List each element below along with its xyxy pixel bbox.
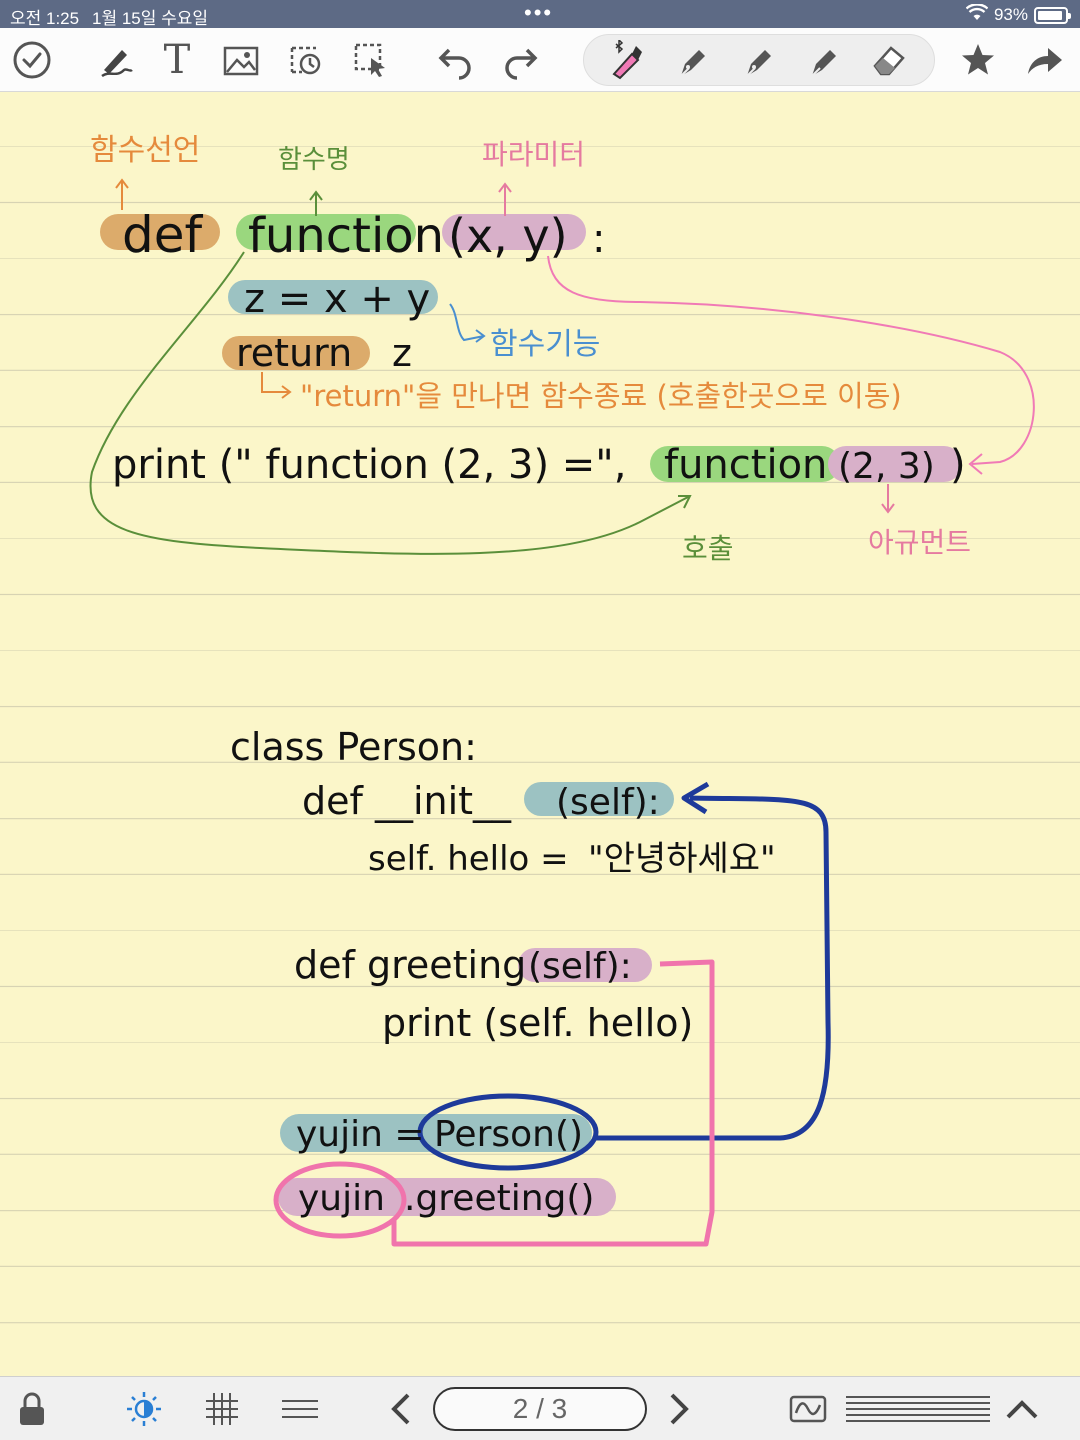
note-canvas[interactable]: 함수선언 함수명 파라미터 def function (x, y) : z = …: [0, 92, 1080, 1376]
arrow-feature: [449, 303, 486, 343]
param-to-argument-curve: [547, 255, 1035, 475]
battery-percent: 93%: [993, 5, 1028, 24]
label-name: 함수명: [278, 145, 350, 175]
code-def: def: [122, 206, 204, 264]
line-hello-value: "안녕하세요": [588, 839, 776, 879]
highlight-call-line: [278, 1178, 616, 1216]
grid-icon[interactable]: [200, 1387, 244, 1431]
label-argument: 아규먼트: [868, 526, 971, 559]
ballpoint-pen-icon[interactable]: [735, 36, 783, 84]
redo-icon[interactable]: [497, 36, 545, 84]
line-call-method: .greeting(): [404, 1178, 594, 1219]
highlight-call-name: [650, 446, 840, 482]
greeting-call-line: [391, 959, 715, 1247]
brightness-icon[interactable]: [122, 1387, 166, 1431]
lasso-icon[interactable]: [282, 36, 330, 84]
label-call: 호출: [682, 532, 734, 565]
bluetooth-pen-icon[interactable]: [602, 36, 650, 84]
next-page-icon[interactable]: [656, 1387, 700, 1431]
highlight-def: [100, 214, 220, 250]
done-icon[interactable]: [8, 36, 56, 84]
brush-pen-icon[interactable]: [800, 36, 848, 84]
line-print: print (self. hello): [382, 1001, 693, 1045]
code-colon: :: [592, 216, 605, 262]
page-indicator[interactable]: 2 / 3: [433, 1387, 647, 1431]
prev-page-icon[interactable]: [380, 1387, 424, 1431]
status-right: 93%: [965, 3, 1071, 26]
arrow-def-label: [115, 178, 129, 210]
template-icon[interactable]: [786, 1387, 830, 1431]
eraser-icon[interactable]: [865, 36, 913, 84]
line-person: Person(): [434, 1114, 583, 1155]
line-call-obj: yujin: [298, 1178, 385, 1219]
fountain-pen-icon[interactable]: [669, 36, 717, 84]
highlight-function: [236, 214, 416, 250]
arrow-name-label: [309, 190, 323, 216]
multitask-dots[interactable]: •••: [524, 0, 554, 25]
highlight-params: [442, 214, 586, 250]
line-greeting: def greeting: [294, 943, 526, 987]
highlight-z-line: [228, 280, 438, 314]
highlight-return: [222, 336, 370, 370]
arrow-argument: [881, 484, 895, 514]
print-close: ): [950, 442, 966, 488]
init-call-arrow: [596, 781, 831, 1141]
status-date: 1월 15일 수요일: [92, 9, 209, 28]
text-icon[interactable]: T: [163, 37, 191, 83]
line-greeting-args: (self):: [528, 946, 632, 987]
page-list-icon[interactable]: [846, 1387, 990, 1431]
label-param: 파라미터: [482, 138, 585, 171]
print-call-args: (2, 3): [838, 446, 935, 487]
call-curve: [89, 251, 692, 555]
print-prefix: print (" function (2, 3) =",: [112, 442, 626, 488]
line-return: return: [236, 331, 352, 375]
highlight-greeting-args: [518, 948, 652, 982]
battery-icon: [1034, 6, 1071, 24]
collapse-icon[interactable]: [1000, 1387, 1044, 1431]
status-bar: 오전 1:25 1월 15일 수요일 ••• 93%: [0, 0, 1080, 28]
print-call-name: function: [664, 442, 827, 488]
circle-person: [417, 1093, 599, 1171]
highlight-init-args: [524, 782, 674, 816]
bottom-bar: 2 / 3: [0, 1376, 1080, 1440]
line-init: def __init__: [302, 779, 512, 823]
code-function: function: [248, 208, 444, 264]
arrow-param-label: [498, 182, 512, 216]
line-z: z = x + y: [244, 276, 430, 322]
highlight-call-args: [828, 446, 962, 482]
line-yujin: yujin =: [296, 1114, 425, 1155]
handwriting-layer: 함수선언 함수명 파라미터 def function (x, y) : z = …: [89, 133, 1035, 1247]
label-def: 함수선언: [90, 133, 200, 168]
status-time: 오전 1:25: [10, 9, 80, 28]
return-note: "return"을 만나면 함수종료 (호출한곳으로 이동): [300, 379, 902, 413]
line-init-args: (self):: [556, 782, 660, 823]
arrow-return-note: [261, 372, 292, 399]
line-hello-prefix: self. hello =: [368, 839, 569, 879]
line-return-var: z: [392, 331, 412, 375]
star-icon[interactable]: [954, 36, 1002, 84]
circle-yujin: [273, 1161, 407, 1239]
code-params: (x, y): [448, 209, 568, 263]
image-icon[interactable]: [217, 36, 265, 84]
lock-icon[interactable]: [10, 1387, 54, 1431]
toolbar: T: [0, 28, 1080, 92]
lines-icon[interactable]: [278, 1387, 322, 1431]
undo-icon[interactable]: [431, 36, 479, 84]
pen-icon[interactable]: [92, 36, 140, 84]
share-icon[interactable]: [1020, 36, 1068, 84]
highlight-yujin-line: [280, 1114, 592, 1152]
select-icon[interactable]: [347, 36, 395, 84]
line-class: class Person:: [230, 725, 477, 769]
label-feature: 함수기능: [490, 327, 600, 362]
wifi-icon: [965, 3, 989, 26]
